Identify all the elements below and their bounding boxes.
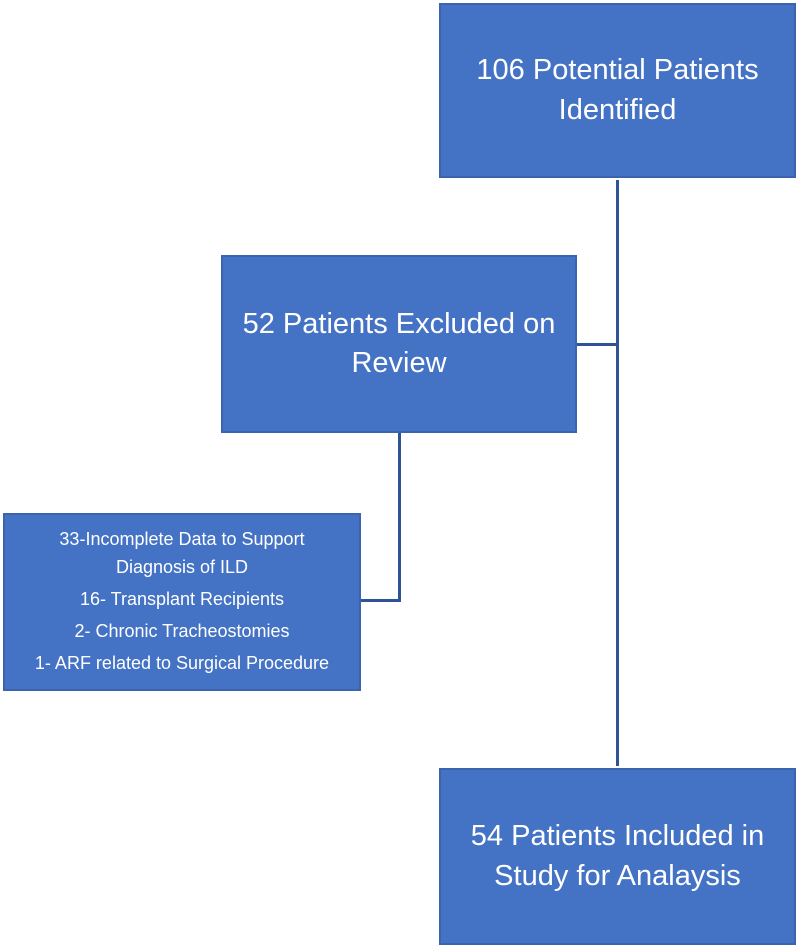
box-patients-excluded: 52 Patients Excluded on Review [221,255,577,433]
box-patients-identified-label: 106 Potential Patients Identified [476,54,759,126]
box-patients-included-label: 54 Patients Included in Study for Analay… [470,820,765,892]
exclusion-reason-arf-surgical: 1- ARF related to Surgical Procedure [34,652,330,673]
box-exclusion-reasons: 33-Incomplete Data to Support Diagnosis … [3,513,361,691]
connector-excluded-to-main-line [577,343,616,346]
box-patients-excluded-label: 52 Patients Excluded on Review [242,307,556,379]
connector-excluded-to-reasons-horizontal [361,599,401,602]
connector-excluded-to-reasons-vertical [398,433,401,602]
exclusion-reason-incomplete-data: 33-Incomplete Data to Support Diagnosis … [59,529,305,578]
exclusion-reason-chronic-tracheostomies: 2- Chronic Tracheostomies [74,620,290,641]
connector-identified-to-included [616,180,619,766]
box-patients-identified: 106 Potential Patients Identified [439,3,796,178]
box-patients-included: 54 Patients Included in Study for Analay… [439,768,796,945]
exclusion-reason-transplant-recipients: 16- Transplant Recipients [79,589,285,610]
